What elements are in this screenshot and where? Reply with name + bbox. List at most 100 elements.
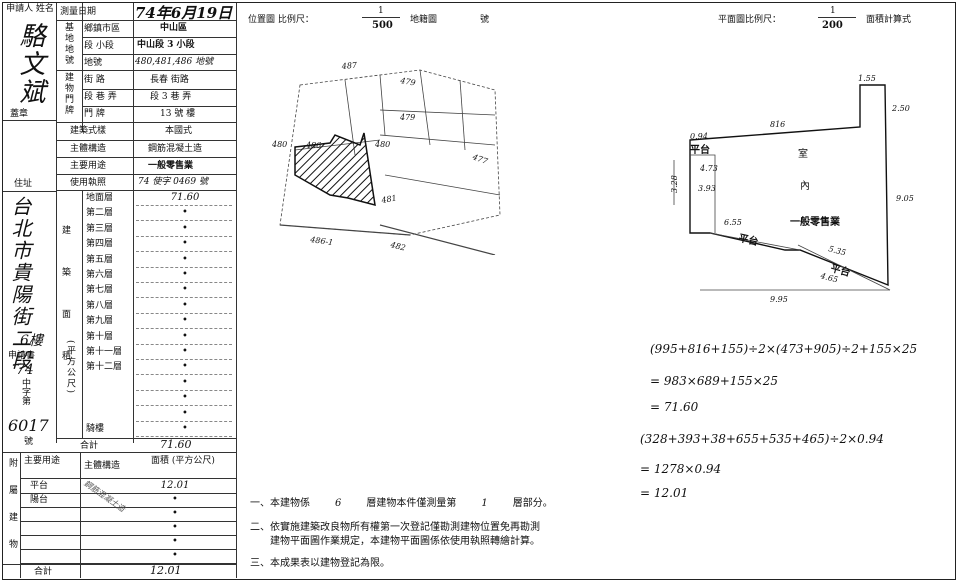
floor-area-value: • xyxy=(182,207,188,219)
door-number-value: 13 號 樓 xyxy=(160,109,196,119)
divider xyxy=(80,452,81,578)
divider xyxy=(56,190,236,191)
applicant-address: 台北市貴陽街二段 xyxy=(8,196,32,375)
divider xyxy=(82,54,236,55)
date-value: 74年6月19日 xyxy=(135,4,233,22)
divider xyxy=(56,20,236,21)
annex-structure-label: 主體構造 xyxy=(84,461,121,471)
calc-line: = 983×689+155×25 xyxy=(650,374,779,388)
divider xyxy=(82,37,236,38)
lot-label: 地號 xyxy=(84,58,103,68)
dim-label: 2.50 xyxy=(891,104,910,113)
area-method-label: 面積計算式 xyxy=(866,15,912,25)
floor-label: 第四層 xyxy=(86,239,114,250)
divider xyxy=(82,106,236,107)
address-floor: 6樓 xyxy=(20,333,43,349)
dim-label: 3.93 xyxy=(698,184,716,193)
row-rule xyxy=(20,535,236,536)
room-label: 室 xyxy=(798,147,808,160)
floor-label: 第十二層 xyxy=(86,362,123,373)
divider xyxy=(56,438,236,439)
floor-area-value: • xyxy=(182,346,188,357)
row-rule xyxy=(136,251,232,253)
location-scale-label: 位置圖 比例尺： xyxy=(248,15,314,25)
floor-label: 第五層 xyxy=(86,254,114,265)
lot-label: 479 xyxy=(399,76,417,88)
applicant-name-text: 駱文斌 xyxy=(15,22,45,106)
floor-area-side-label: 建築面積 xyxy=(62,226,72,362)
annex-area: • xyxy=(172,536,178,547)
divider xyxy=(3,120,56,121)
floor-area-value: • xyxy=(182,423,188,434)
dim-label: 1.55 xyxy=(858,74,876,83)
divider xyxy=(20,478,236,479)
divider xyxy=(236,3,237,578)
divider xyxy=(133,3,134,443)
plan-scale-num: 1 xyxy=(830,6,836,16)
use-permit-value: 74 使字 0469 號 xyxy=(138,177,208,187)
dim-label: 5.35 xyxy=(827,244,847,257)
note-2-cont: 建物平面圖作業規定，本建物平面圖係依使用執照轉繪計算。 xyxy=(270,536,540,547)
seal-label: 蓋章 xyxy=(10,109,29,119)
main-structure-label: 主體構造 xyxy=(70,144,107,154)
lot-value: 480,481,486 地號 xyxy=(135,57,214,67)
annex-use: 平台 xyxy=(30,481,49,491)
floor-area-value: • xyxy=(182,315,188,327)
floor-label: 地面層 xyxy=(86,193,114,203)
row-rule xyxy=(20,549,236,550)
divider xyxy=(56,70,236,71)
section-value: 中山段 3 小段 xyxy=(137,40,195,50)
room-label: 內 xyxy=(800,180,810,192)
divider xyxy=(56,3,57,443)
township-value: 中山區 xyxy=(160,23,188,33)
floor-area-value: • xyxy=(182,376,188,388)
floor-label: 第九層 xyxy=(86,316,114,327)
note-2: 二、依實施建築改良物所有權第一次登記僅勘測建物位置免再勘測 xyxy=(250,522,540,533)
use-permit-label: 使用執照 xyxy=(70,178,107,188)
note-1-floors: 6 xyxy=(335,498,342,509)
floor-label: 第七層 xyxy=(86,285,114,296)
application-year: 74 xyxy=(16,362,34,378)
note-1-suffix: 層部分。 xyxy=(512,498,553,509)
scale-fraction-line xyxy=(818,17,856,18)
calc-line: (995+816+155)÷2×(473+905)÷2+155×25 xyxy=(650,342,918,356)
lot-label: 482 xyxy=(389,240,407,253)
floor-label: 第二層 xyxy=(86,208,114,219)
room-label: 一般零售業 xyxy=(790,215,841,228)
row-rule xyxy=(136,266,232,268)
address-line-1: 台北市貴陽街二段 xyxy=(8,196,32,372)
row-rule xyxy=(136,220,232,222)
lot-label: 480 xyxy=(271,140,287,149)
note-3: 三、本成果表以建物登記為限。 xyxy=(250,558,390,569)
lane-value: 段 3 巷 弄 xyxy=(150,92,192,102)
applicant-label: 申請人 姓名 xyxy=(6,4,54,14)
annex-use-label: 主要用途 xyxy=(24,456,61,466)
base-label: 基地地號 xyxy=(63,22,73,66)
township-label: 鄉鎮市區 xyxy=(84,24,121,34)
floor-area-value: 71.60 xyxy=(170,192,200,203)
row-rule xyxy=(136,205,232,206)
floor-area-value: • xyxy=(182,222,188,234)
applicant-name: 駱文斌 xyxy=(12,22,48,112)
divider xyxy=(82,89,236,90)
dim-label: 816 xyxy=(770,120,785,129)
dim-label: 9.05 xyxy=(896,194,914,203)
main-structure-value: 鋼筋混凝土造 xyxy=(148,144,203,154)
floor-area-value: • xyxy=(182,269,188,280)
note-1-mid: 層建物本件僅測量第 xyxy=(366,498,457,509)
divider xyxy=(82,3,83,131)
annex-total-value: 12.01 xyxy=(150,564,182,577)
floor-label: 騎樓 xyxy=(86,424,105,434)
plan-scale-den: 200 xyxy=(822,20,843,31)
floor-label: 第八層 xyxy=(86,300,114,311)
application-label: 申請書 xyxy=(8,351,36,361)
annex-side-label: 附屬建物 xyxy=(7,458,17,566)
note-1-prefix: 一、本建物係 xyxy=(250,498,310,509)
location-scale-num: 1 xyxy=(378,6,384,16)
lane-label: 段 巷 弄 xyxy=(84,92,117,102)
dim-label: 0.94 xyxy=(690,132,708,141)
annex-area: 12.01 xyxy=(160,480,190,491)
annex-use: 陽台 xyxy=(30,495,49,505)
floor-area-value: • xyxy=(182,238,188,250)
